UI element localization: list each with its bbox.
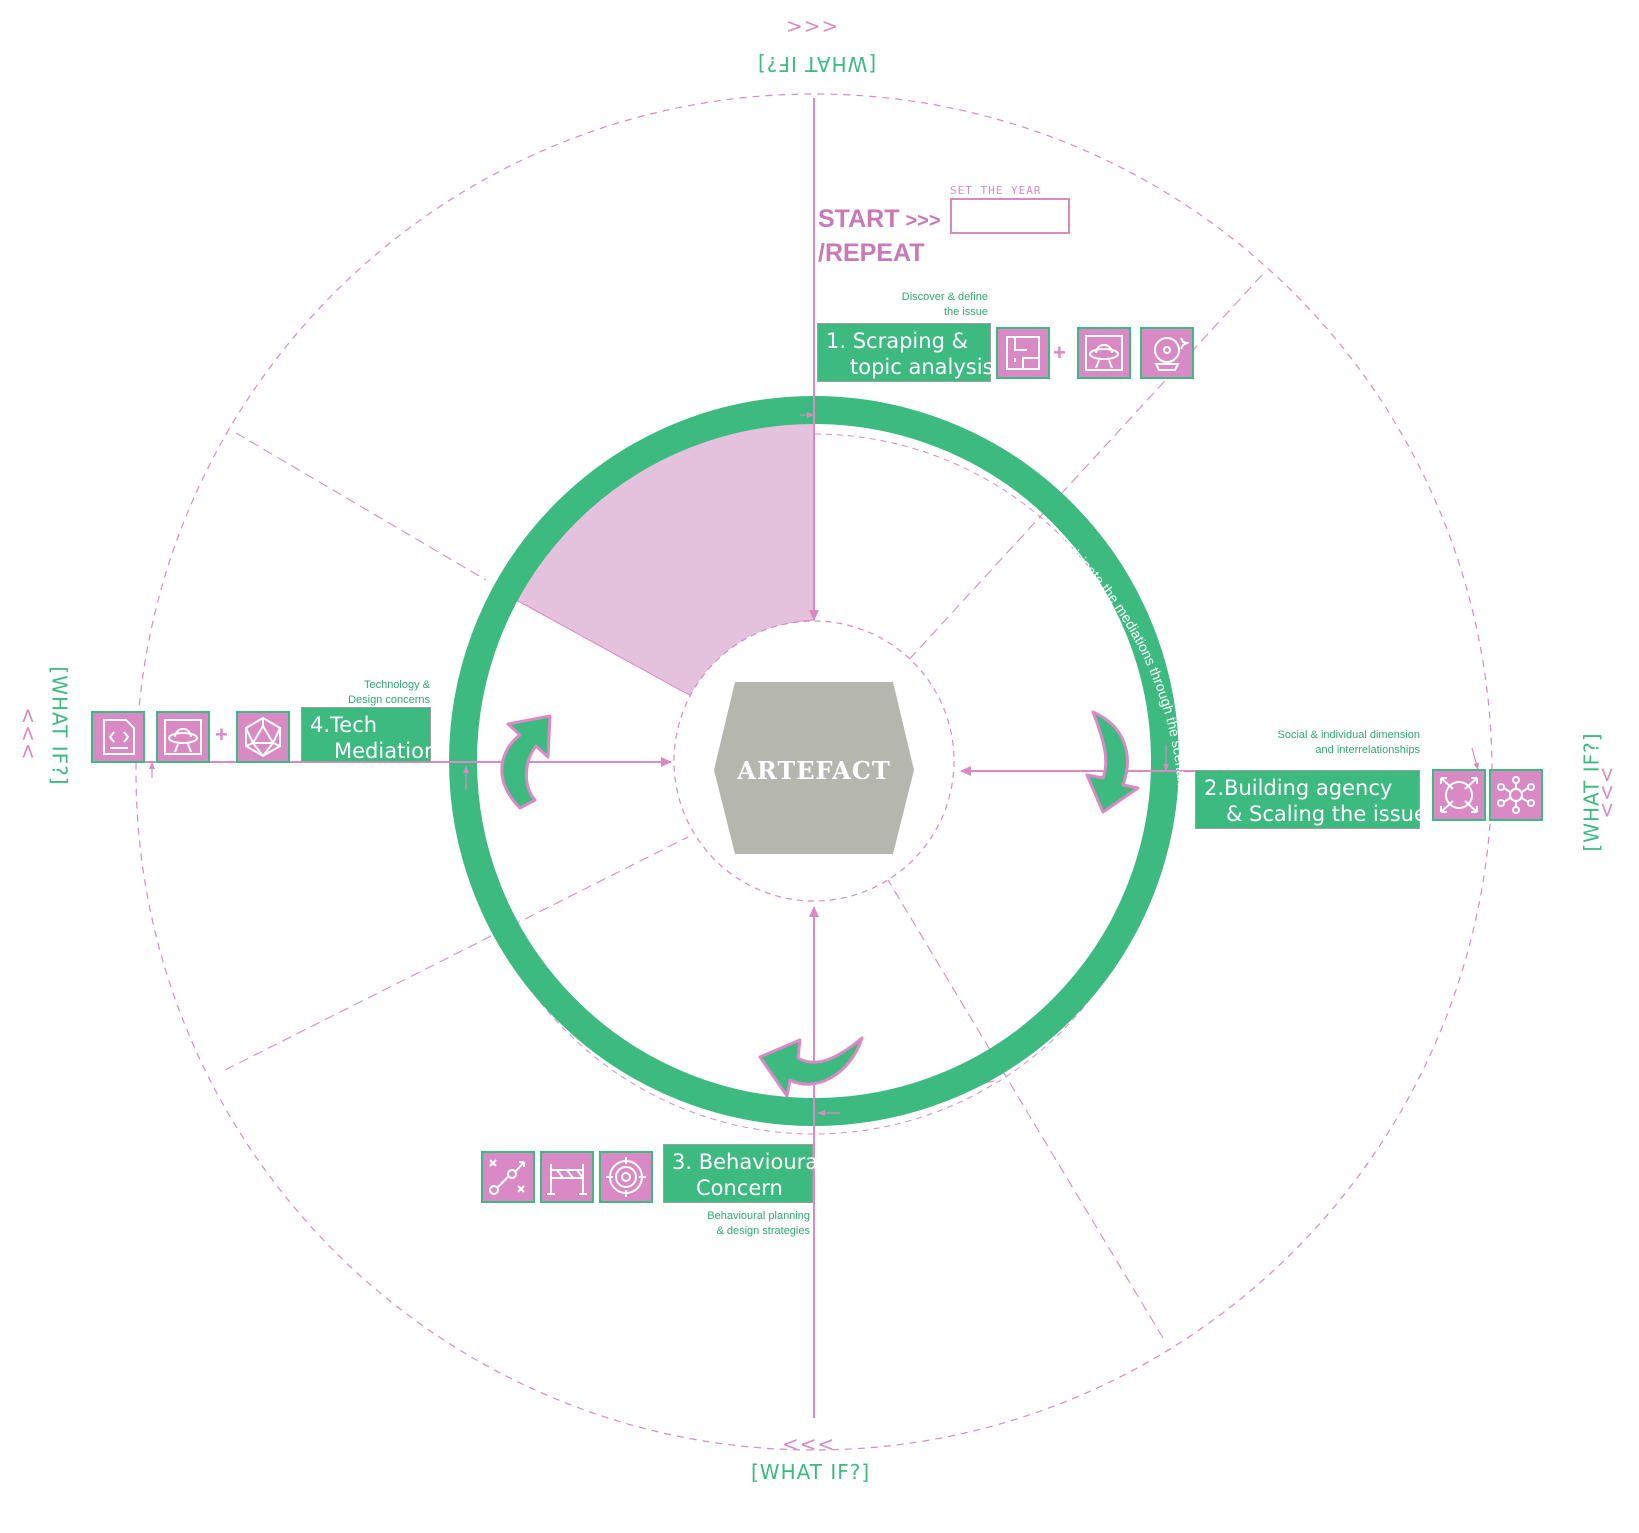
- step-4-box[interactable]: 4.Tech Mediation: [301, 707, 438, 763]
- step-2-sub: Social & individual dimension and interr…: [1277, 729, 1420, 756]
- ufo-film-icon: [156, 711, 210, 763]
- step-2-line1: 2.Building agency: [1204, 776, 1393, 800]
- d20-dice-icon: [236, 711, 290, 763]
- start-repeat-label: START>>> /REPEAT: [818, 203, 941, 269]
- what-if-top-chevrons: >>>: [786, 14, 840, 38]
- step-3-box[interactable]: 3. Behavioural Concern: [663, 1144, 824, 1203]
- what-if-bottom: [WHAT IF?]: [751, 1460, 871, 1484]
- ufo-film-icon: [1077, 327, 1131, 379]
- what-if-left-chevrons: <<<: [16, 707, 41, 761]
- step-1-line1: 1. Scraping &: [826, 329, 968, 353]
- strategy-play-icon: [481, 1151, 535, 1203]
- ring-arrows: [149, 412, 1480, 1116]
- barrier-icon: [540, 1151, 594, 1203]
- code-doc-icon: [91, 711, 145, 763]
- plus-sign: +: [1053, 340, 1066, 365]
- start-text: START: [818, 205, 900, 233]
- step-1-sub: Discover & define the issue: [901, 291, 988, 318]
- step-3-line1: 3. Behavioural: [672, 1150, 824, 1174]
- network-icon: [1489, 769, 1543, 821]
- what-if-bottom-chevrons: <<<: [782, 1432, 836, 1456]
- step-1-line2: topic analysis: [850, 355, 994, 379]
- curved-arrow-left: [500, 714, 552, 810]
- plus-sign: +: [215, 722, 228, 747]
- scale-arrows-icon: [1432, 769, 1486, 821]
- artefact-label: ARTEFACT: [736, 756, 891, 785]
- step-1-box[interactable]: 1. Scraping & topic analysis: [817, 323, 994, 382]
- start-arrows: >>>: [905, 210, 941, 232]
- what-if-top: [WHAT IF?]: [757, 52, 877, 76]
- artefact-hexagon: [714, 682, 914, 854]
- year-input[interactable]: [950, 198, 1070, 234]
- step-2-line2: & Scaling the issue: [1226, 802, 1427, 826]
- what-if-right-chevrons: <<<: [1594, 765, 1619, 819]
- step-4-line2: Mediation: [334, 739, 438, 763]
- step-4-line1: 4.Tech: [310, 713, 378, 737]
- set-year-label: SET THE YEAR: [950, 184, 1042, 197]
- maze-icon: [996, 327, 1050, 379]
- step-3-sub: Behavioural planning & design strategies: [707, 1210, 810, 1237]
- step-3-line2: Concern: [696, 1176, 783, 1200]
- curved-arrow-right: [1085, 710, 1140, 814]
- step-4-sub: Technology & Design concerns: [348, 679, 430, 706]
- repeat-text: /REPEAT: [818, 239, 925, 267]
- target-icon: [599, 1151, 653, 1203]
- ring-label-actants: Defining the Actants: [905, 1125, 1016, 1184]
- curved-arrow-bottom: [758, 1036, 864, 1098]
- crystal-ball-icon: [1140, 327, 1194, 379]
- curved-arrows: [500, 710, 1140, 1098]
- step-2-box[interactable]: 2.Building agency & Scaling the issue: [1195, 770, 1427, 829]
- what-if-left: [WHAT IF?]: [47, 666, 72, 786]
